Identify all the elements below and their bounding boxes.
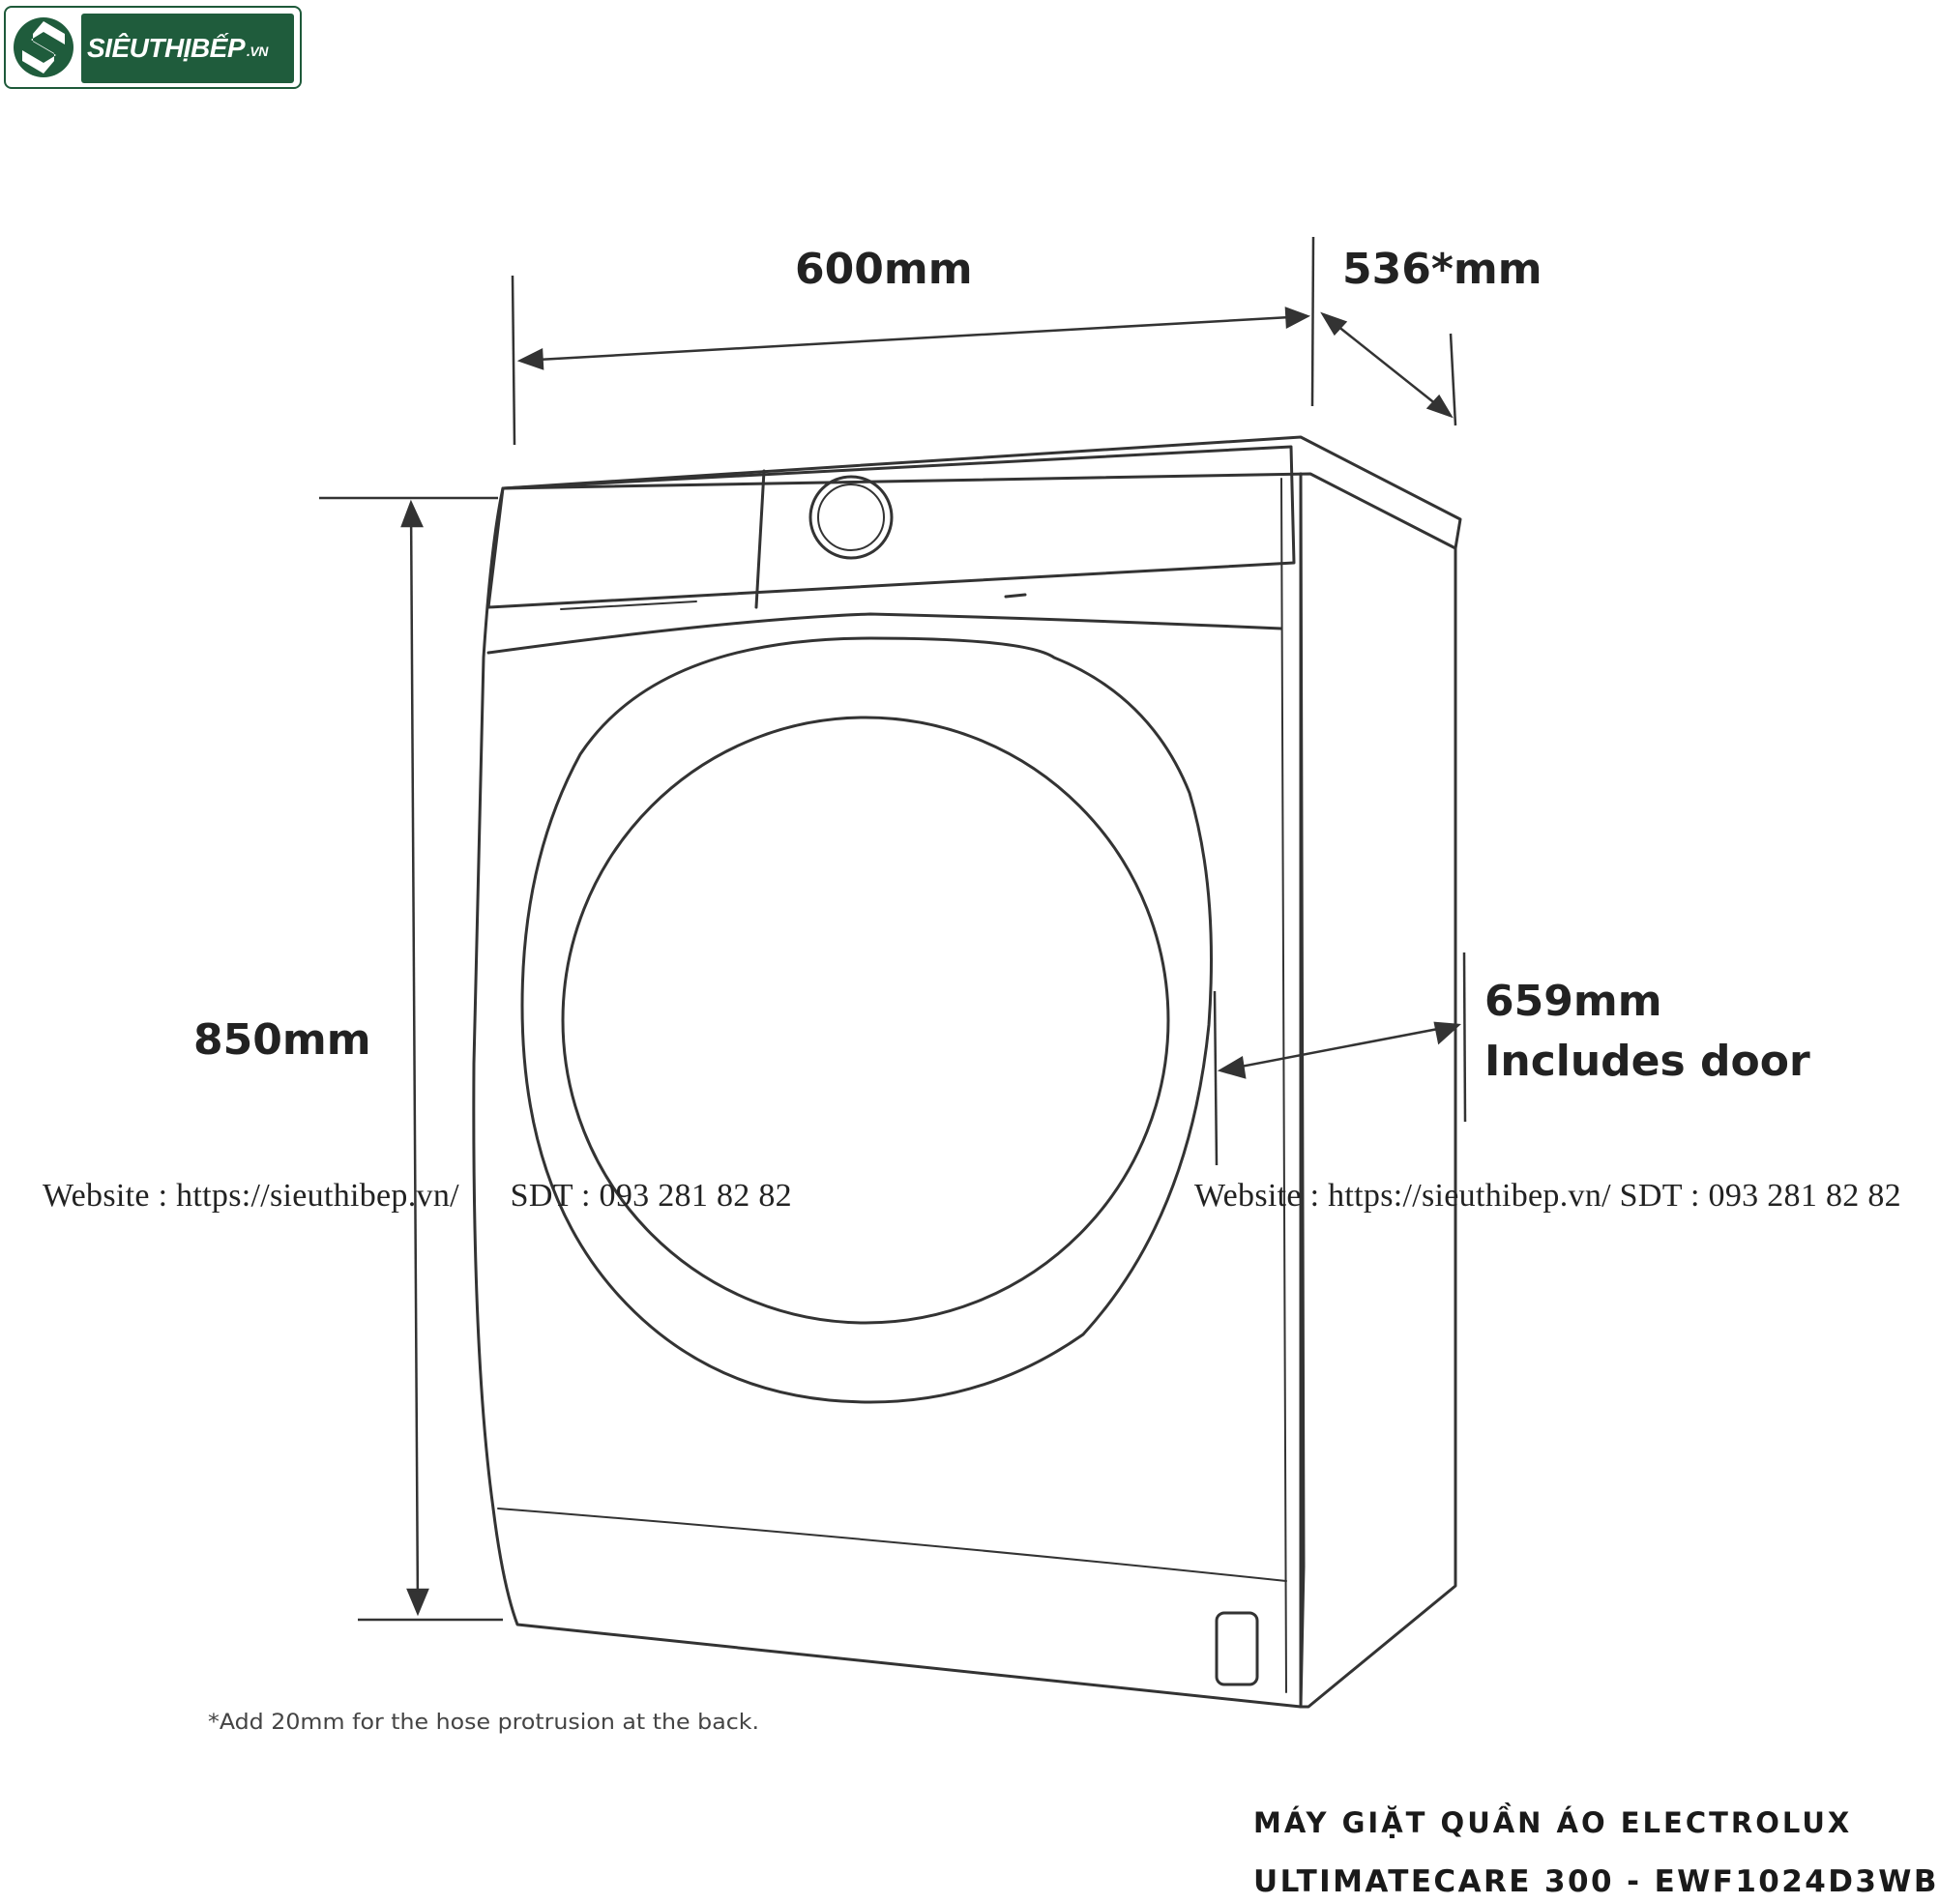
machine-top-face [501, 435, 1462, 550]
door-depth-label: 659mm [1484, 977, 1662, 1026]
product-line-2: ULTIMATECARE 300 - EWF1024D3WB [1253, 1864, 1939, 1899]
depth-label: 536*mm [1342, 245, 1542, 294]
detergent-drawer [754, 469, 766, 609]
product-line-1: MÁY GIẶT QUẦN ÁO ELECTROLUX [1253, 1806, 1853, 1839]
brand-s-icon [14, 17, 73, 77]
door-depth-note: Includes door [1484, 1037, 1810, 1086]
footnote: *Add 20mm for the hose protrusion at the… [208, 1711, 759, 1735]
door-glass [561, 716, 1170, 1325]
control-panel [486, 445, 1296, 609]
door-outer [520, 636, 1213, 1404]
filter-cover [1215, 1611, 1259, 1686]
machine-front-outline [472, 472, 1306, 1709]
brand-name: SIÊUTHỊBẾP.VN [81, 14, 294, 83]
watermark-right: Website : https://sieuthibep.vn/ SDT : 0… [1194, 1178, 1901, 1214]
height-label: 850mm [193, 1015, 371, 1065]
program-knob-icon [808, 475, 894, 560]
machine-side-face [1299, 472, 1457, 1709]
brand-logo[interactable]: SIÊUTHỊBẾP.VN [4, 6, 302, 89]
watermark-left: Website : https://sieuthibep.vn/ SDT : 0… [43, 1178, 792, 1214]
width-label: 600mm [795, 245, 973, 294]
